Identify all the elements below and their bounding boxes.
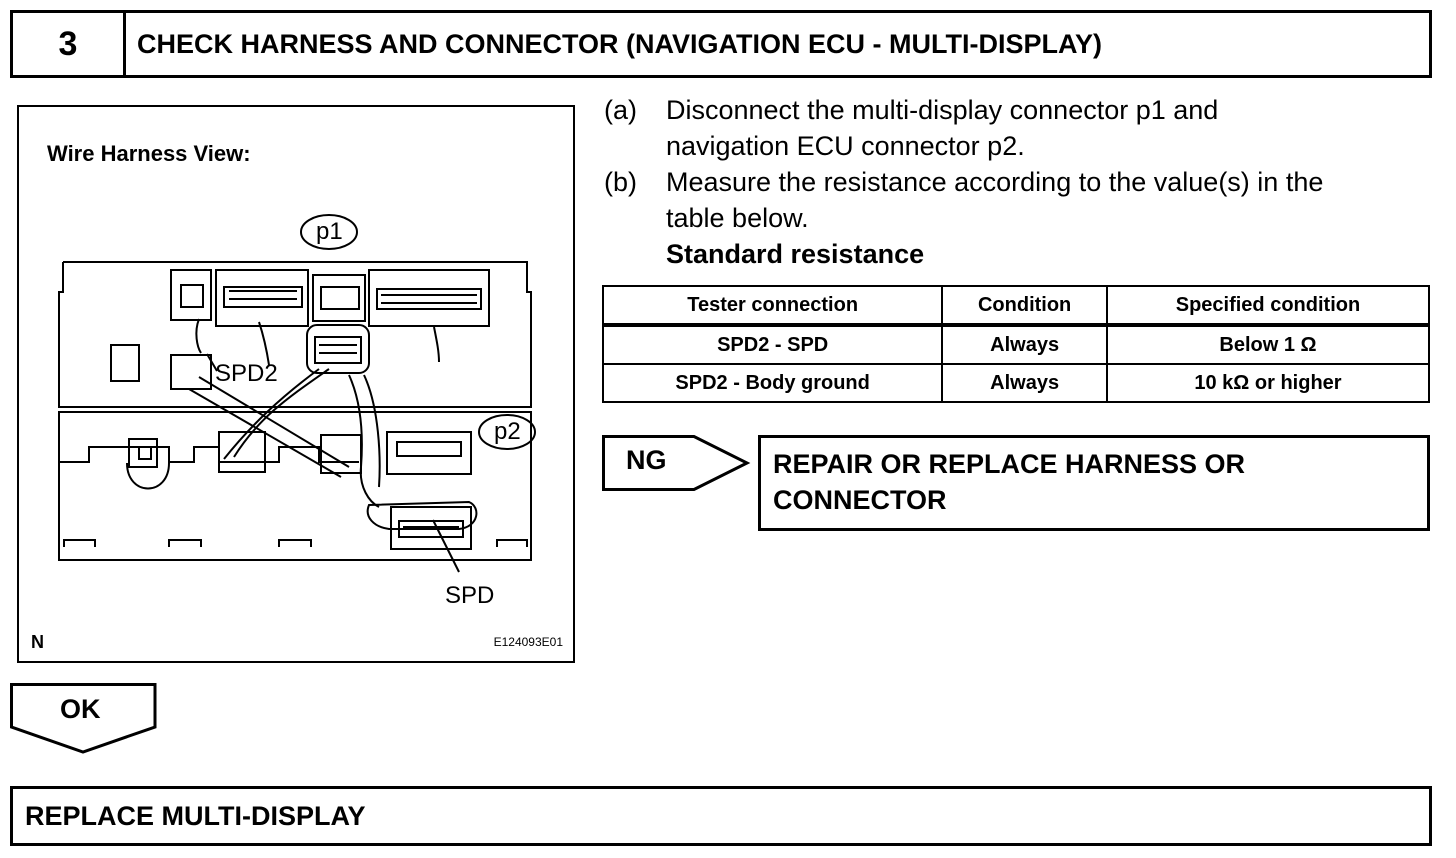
table-row: SPD2 - SPD Always Below 1 Ω [601,324,1431,365]
instruction-a: (a) Disconnect the multi-display connect… [604,92,1434,164]
instruction-letter: (a) [604,95,637,125]
table-header-row: Tester connection Condition Specified co… [601,285,1431,327]
instruction-b: (b) Measure the resistance according to … [604,164,1434,236]
final-action-text: REPLACE MULTI-DISPLAY [25,800,366,831]
north-mark: N [31,632,44,652]
ok-label: OK [60,694,101,724]
callout-p1: p1 [316,218,343,245]
wire-harness-figure: Wire Harness View: p1 p2 SPD2 SPD N E124… [17,105,575,663]
ng-arrow-icon [602,435,751,491]
instruction-line: navigation ECU connector p2. [666,131,1025,161]
instruction-line: Measure the resistance according to the … [666,167,1324,197]
step-number: 3 [13,13,126,75]
wire-harness-illustration [58,214,536,573]
instruction-line: Disconnect the multi-display connector p… [666,95,1219,125]
ng-result-box: REPAIR OR REPLACE HARNESS OR CONNECTOR [758,435,1430,531]
table-cell: SPD2 - SPD [601,324,944,365]
callout-spd: SPD [445,582,495,609]
table-cell: Below 1 Ω [1105,324,1431,365]
resistance-table: Tester connection Condition Specified co… [601,285,1431,403]
callout-spd2: SPD2 [215,360,278,387]
step-header: 3 CHECK HARNESS AND CONNECTOR (NAVIGATIO… [10,10,1432,78]
figure-code: E124093E01 [493,635,563,649]
table-row: SPD2 - Body ground Always 10 kΩ or highe… [601,363,1431,403]
header-specified-condition: Specified condition [1105,285,1431,327]
ok-arrow-icon [10,683,157,754]
final-action-box: REPLACE MULTI-DISPLAY [10,786,1432,846]
step-title: CHECK HARNESS AND CONNECTOR (NAVIGATION … [137,28,1103,59]
table-cell: SPD2 - Body ground [601,363,944,403]
header-condition: Condition [941,285,1108,327]
table-cell: 10 kΩ or higher [1105,363,1431,403]
ng-result-line: CONNECTOR [773,485,947,515]
ng-result-line: REPAIR OR REPLACE HARNESS OR [773,449,1246,479]
instruction-list: (a) Disconnect the multi-display connect… [604,92,1434,272]
instruction-letter: (b) [604,167,637,197]
ng-label: NG [626,445,667,475]
table-cell: Always [941,363,1108,403]
instruction-line: table below. [666,203,809,233]
standard-resistance-label: Standard resistance [666,239,925,269]
figure-label: Wire Harness View: [47,141,251,166]
header-tester-connection: Tester connection [601,285,944,327]
table-cell: Always [941,324,1108,365]
callout-p2: p2 [494,418,521,445]
